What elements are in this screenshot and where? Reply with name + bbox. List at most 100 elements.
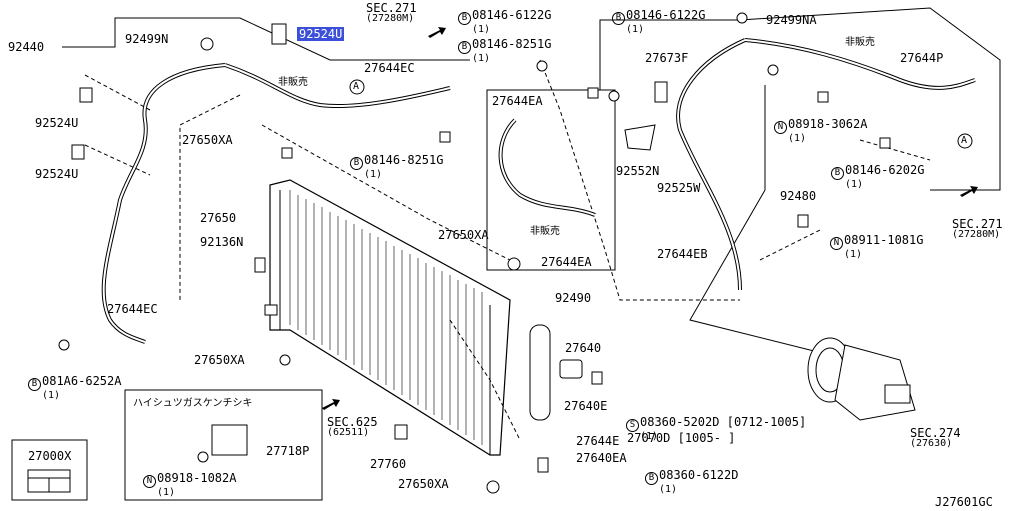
- diagram-id: J27601GC: [935, 495, 993, 509]
- arrow-sec625: [322, 399, 340, 410]
- bolt-qty: (1): [472, 53, 491, 64]
- bolt-type-circle: B: [612, 12, 625, 25]
- dashed-guide-3: [84, 144, 151, 176]
- bolt-type-circle: B: [831, 167, 844, 180]
- receiver-drier: [529, 324, 551, 421]
- sensor-box: [124, 389, 323, 501]
- compressor: [807, 337, 916, 421]
- bolt-qty: (1): [42, 390, 61, 401]
- section-code: (27280M): [952, 229, 1001, 240]
- callout-27640E[interactable]: 27640E: [564, 399, 608, 413]
- group-line-92480-b: [689, 85, 851, 361]
- sensor-box-title: ハイシュツガスケンチシキ: [133, 398, 253, 409]
- callout-27650XA-2[interactable]: 27650XA: [438, 228, 489, 242]
- arrow-sec271-top: [428, 27, 446, 38]
- callout-92136N[interactable]: 92136N: [200, 235, 244, 249]
- callout-27650XA-3[interactable]: 27650XA: [194, 353, 245, 367]
- dashed-guide-6: [759, 229, 821, 261]
- dashed-guide-1: [261, 124, 511, 261]
- callout-27644E[interactable]: 27644E: [576, 434, 620, 448]
- pipe-92440: [101, 63, 226, 344]
- callout-27640[interactable]: 27640: [565, 341, 602, 355]
- condenser-frame: [269, 179, 511, 456]
- callout-92524U-highlighted[interactable]: 92524U: [297, 27, 345, 41]
- arrow-sec271-right: [960, 186, 978, 197]
- callout-92525W[interactable]: 92525W: [657, 181, 701, 195]
- bolt-code: 08918-1082A: [157, 471, 237, 485]
- bolt-qty: (1): [659, 484, 678, 495]
- section-ref-274[interactable]: SEC.274(27630): [910, 427, 961, 449]
- section-title: SEC.271: [952, 217, 1003, 231]
- callout-27070D-code: 27070D: [627, 431, 671, 445]
- note-not-sold-2: 非販売: [530, 226, 560, 237]
- note-not-sold-3: 非販売: [845, 37, 875, 48]
- callout-27070D[interactable]: 27070D [1005- ]: [627, 432, 735, 444]
- callout-27644EC-top[interactable]: 27644EC: [364, 61, 415, 75]
- bolt-type-circle: B: [458, 41, 471, 54]
- bolt-qty: (1): [844, 249, 863, 260]
- bolt-qty: (1): [845, 179, 864, 190]
- bolt-type-circle: B: [645, 472, 658, 485]
- callout-27644EC-bottom[interactable]: 27644EC: [107, 302, 158, 316]
- callout-92440[interactable]: 92440: [8, 40, 45, 54]
- section-ref-271-right[interactable]: SEC.271(27280M): [952, 218, 1003, 240]
- callout-27000X[interactable]: 27000X: [28, 449, 72, 463]
- callout-92552N[interactable]: 92552N: [616, 164, 660, 178]
- dashed-guide-4: [539, 59, 740, 301]
- callout-27644EB[interactable]: 27644EB: [657, 247, 708, 261]
- bolt-type-circle: N: [143, 475, 156, 488]
- callout-92524U-b[interactable]: 92524U: [35, 167, 79, 181]
- callout-27760[interactable]: 27760: [370, 457, 407, 471]
- dashed-guide-5: [859, 139, 931, 161]
- callout-92480[interactable]: 92480: [780, 189, 817, 203]
- callout-27644P[interactable]: 27644P: [900, 51, 944, 65]
- callout-92524U-a[interactable]: 92524U: [35, 116, 79, 130]
- callout-92490[interactable]: 92490: [555, 291, 592, 305]
- bolt-type-circle: S: [626, 419, 639, 432]
- section-title: SEC.274: [910, 426, 961, 440]
- dashed-guide-7: [449, 319, 521, 441]
- callout-27640EA[interactable]: 27640EA: [576, 451, 627, 465]
- callout-27673F[interactable]: 27673F: [645, 51, 689, 65]
- callout-27650XA-1[interactable]: 27650XA: [182, 133, 233, 147]
- callout-27718P[interactable]: 27718P: [266, 444, 310, 458]
- callout-92499NA[interactable]: 92499NA: [766, 13, 817, 27]
- hose-group-box: [486, 89, 616, 271]
- bolt-code: 08918-3062A: [788, 117, 868, 131]
- callout-27644EA-2[interactable]: 27644EA: [541, 255, 592, 269]
- section-ref-271-top[interactable]: SEC.271(27280M): [366, 2, 417, 24]
- bolt-qty: (1): [472, 24, 491, 35]
- ref-a-right: A: [961, 135, 968, 146]
- note-not-sold-1: 非販売: [278, 77, 308, 88]
- bolt-type-circle: N: [774, 121, 787, 134]
- bolt-code: 08360-6122D: [659, 468, 739, 482]
- label-27000X-box: [11, 439, 88, 501]
- group-line-27650: [179, 94, 241, 300]
- section-ref-625[interactable]: SEC.625(62511): [327, 416, 378, 438]
- callout-27644EA-1[interactable]: 27644EA: [492, 94, 543, 108]
- bolt-type-circle: B: [350, 157, 363, 170]
- bolt-qty: (1): [788, 133, 807, 144]
- bolt-code: 08146-6202G: [845, 163, 925, 177]
- bolt-type-circle: N: [830, 237, 843, 250]
- callout-27650XA-4[interactable]: 27650XA: [398, 477, 449, 491]
- callout-27650[interactable]: 27650: [200, 211, 237, 225]
- callout-92499N[interactable]: 92499N: [125, 32, 169, 46]
- section-code: (27280M): [366, 13, 415, 24]
- bolt-range: [0712-1005]: [726, 415, 807, 429]
- bolt-type-circle: B: [458, 12, 471, 25]
- bolt-qty: (1): [640, 431, 659, 442]
